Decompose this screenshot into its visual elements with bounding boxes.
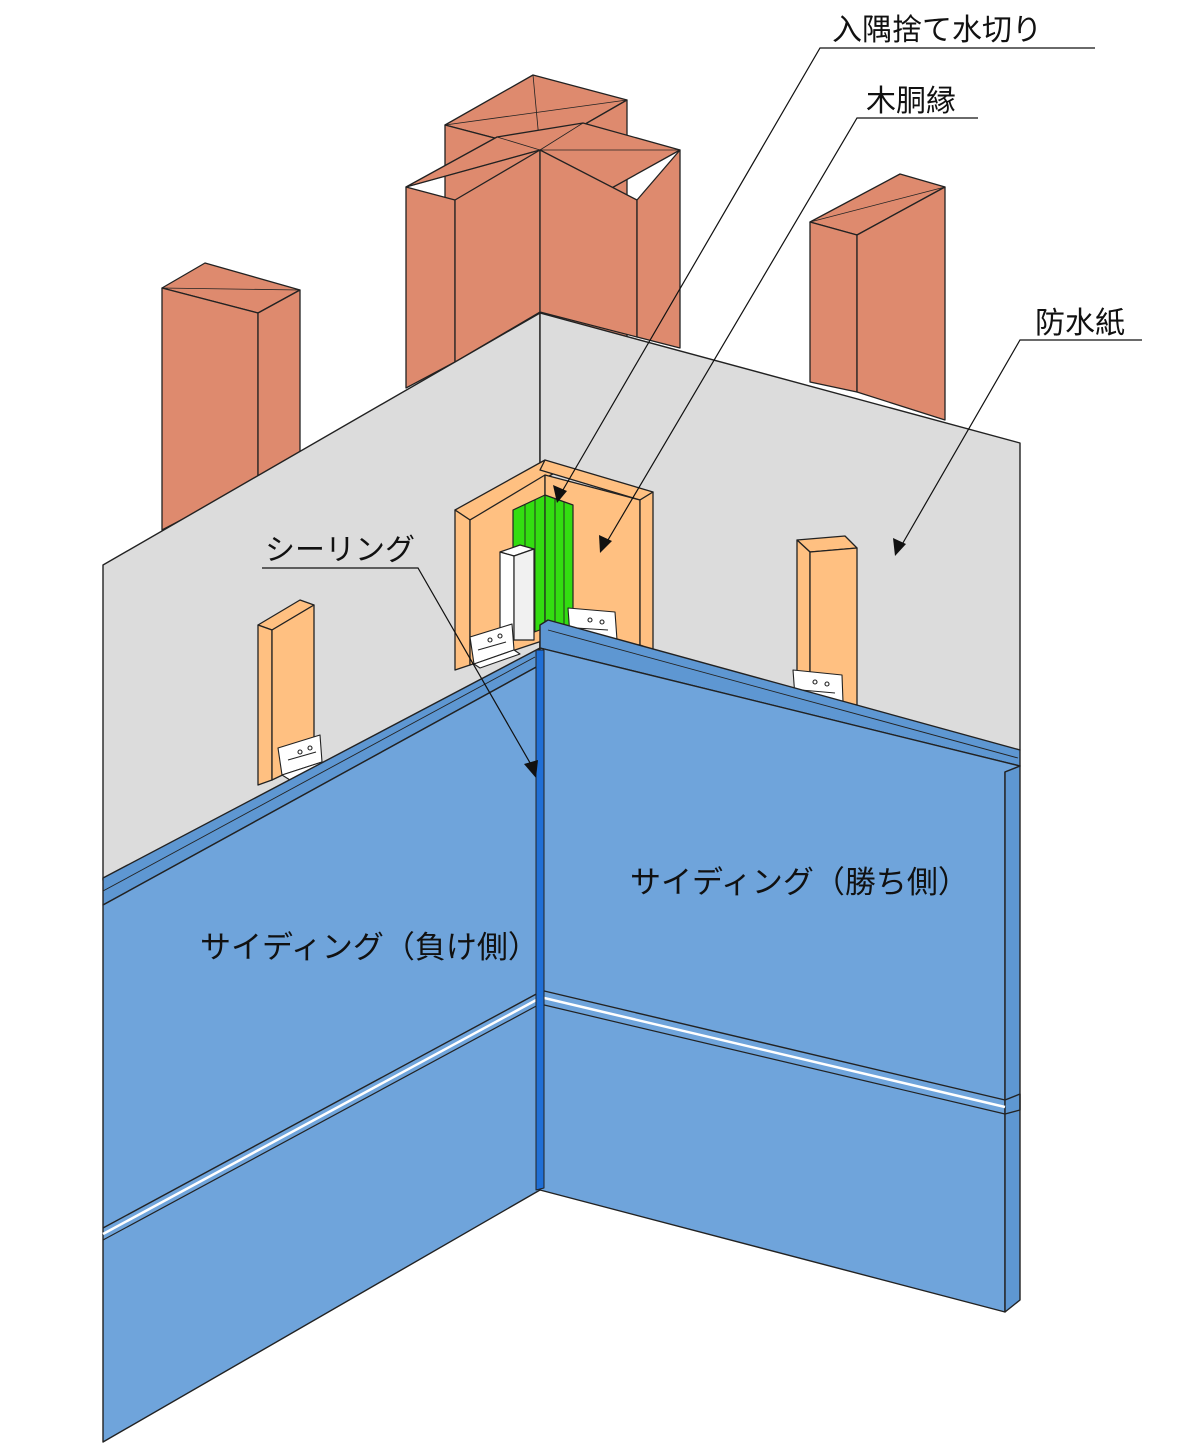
leader-lines: [262, 47, 1142, 769]
leader-arrowheads: [524, 485, 906, 778]
siding-losing-side: [102, 647, 541, 1443]
label-waterproof-paper: 防水紙: [1035, 306, 1125, 341]
label-siding-losing: サイディング（負け側）: [200, 930, 539, 966]
corner-sealant: [535, 649, 545, 1191]
label-furring: 木胴縁: [866, 84, 956, 119]
leader-furring: [604, 117, 978, 546]
timber-post-corner: [405, 122, 681, 389]
clip-corner-left: [469, 623, 521, 669]
leader-sealing: [262, 567, 534, 769]
timber-post-right: [809, 173, 946, 421]
corner-backer-rod: [499, 544, 535, 646]
siding-panels: [102, 619, 1021, 1443]
furring-strip-right: [796, 535, 858, 706]
label-flashing: 入隅捨て水切り: [832, 13, 1042, 48]
leader-paper: [899, 339, 1142, 549]
furring-strip-left: [257, 599, 315, 786]
siding-winning-side: [539, 619, 1021, 1313]
timber-post-left: [161, 262, 301, 531]
leader-flashing: [559, 47, 1095, 496]
timber-posts: [161, 74, 946, 531]
label-sealing: シーリング: [265, 533, 415, 568]
label-siding-winning: サイディング（勝ち側）: [630, 865, 969, 901]
